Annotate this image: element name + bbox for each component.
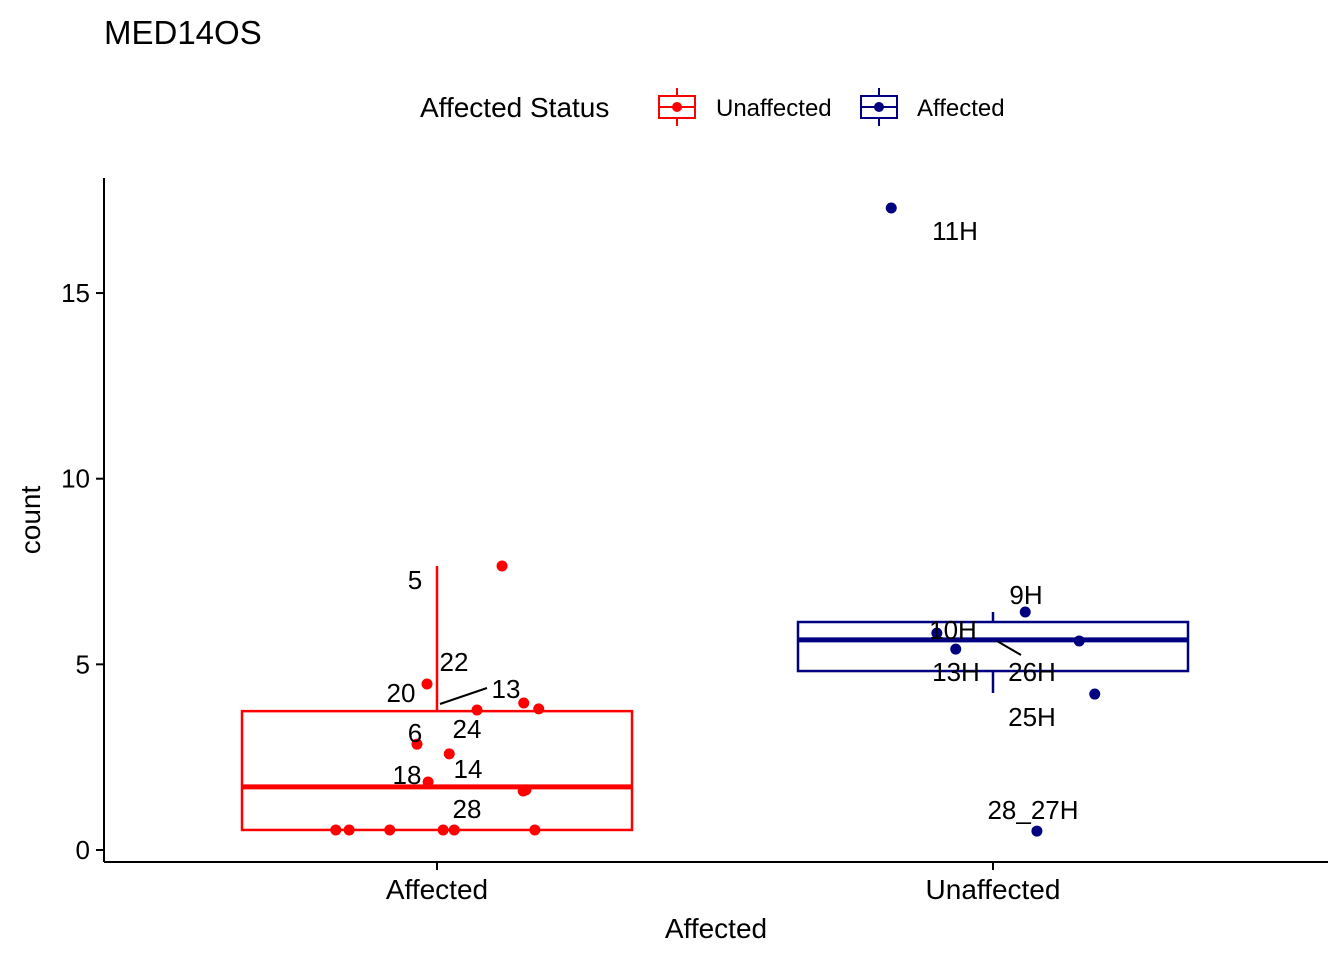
- legend-key-affected: [860, 88, 898, 126]
- data-point: [411, 738, 423, 750]
- data-point: [443, 748, 455, 760]
- legend-point: [874, 102, 884, 112]
- data-point: [885, 202, 897, 214]
- data-point: [496, 560, 508, 572]
- legend: Affected Status Unaffected Affected: [420, 88, 1005, 126]
- data-point: [1019, 606, 1031, 618]
- point-label: 22: [440, 647, 469, 677]
- data-point: [518, 697, 530, 709]
- data-point: [437, 824, 449, 836]
- data-point: [422, 776, 434, 788]
- point-label: 14: [454, 754, 483, 784]
- legend-label: Affected: [917, 95, 1005, 122]
- data-point: [520, 784, 532, 796]
- data-point: [330, 824, 342, 836]
- point-label: 25H: [1008, 702, 1056, 732]
- chart-title: MED14OS: [104, 14, 262, 51]
- data-point: [448, 824, 460, 836]
- legend-label: Unaffected: [716, 95, 832, 122]
- data-point: [931, 627, 943, 639]
- x-axis-label: Affected: [665, 913, 767, 944]
- point-label: 24: [453, 714, 482, 744]
- data-point: [343, 824, 355, 836]
- data-point: [529, 824, 541, 836]
- legend-title: Affected Status: [420, 92, 609, 123]
- data-point: [384, 824, 396, 836]
- point-label: 20: [387, 678, 416, 708]
- point-label: 10H: [929, 615, 977, 645]
- y-tick-label: 15: [61, 278, 90, 308]
- data-point: [471, 704, 483, 716]
- label-segment: [996, 640, 1022, 656]
- x-tick-label: Unaffected: [926, 874, 1061, 905]
- point-label: 26H: [1008, 657, 1056, 687]
- label-segment: [439, 687, 488, 705]
- point-label: 18: [393, 760, 422, 790]
- data-point: [421, 678, 433, 690]
- data-point: [1089, 688, 1101, 700]
- data-point: [1073, 635, 1085, 647]
- point-label: 28: [453, 794, 482, 824]
- y-tick-label: 10: [61, 464, 90, 494]
- y-tick-label: 0: [76, 835, 90, 865]
- point-label: 28_27H: [987, 795, 1078, 825]
- y-tick-label: 5: [76, 649, 90, 679]
- point-label: 5: [408, 565, 422, 595]
- point-label: 13H: [932, 657, 980, 687]
- data-point: [1031, 825, 1043, 837]
- legend-key-unaffected: [658, 88, 696, 126]
- point-label: 13: [492, 674, 521, 704]
- box-affected: [240, 565, 634, 832]
- y-axis-label: count: [15, 486, 46, 555]
- x-tick-label: Affected: [386, 874, 488, 905]
- box-unaffected: [796, 611, 1190, 693]
- data-point: [533, 703, 545, 715]
- data-point: [950, 643, 962, 655]
- point-label: 11H: [932, 216, 978, 246]
- point-label: 6: [408, 718, 422, 748]
- box-iqr: [240, 709, 634, 832]
- box-iqr: [796, 620, 1190, 673]
- point-label: 9H: [1009, 580, 1042, 610]
- legend-point: [672, 102, 682, 112]
